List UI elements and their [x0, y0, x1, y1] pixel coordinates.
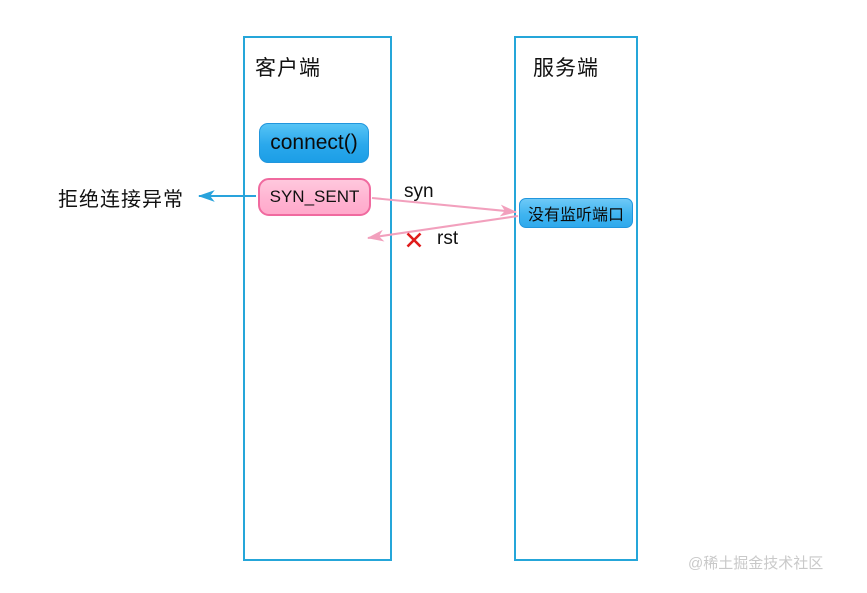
arrow-syn	[371, 196, 518, 217]
lifeline-client	[243, 36, 392, 561]
cross-icon	[406, 232, 422, 248]
watermark: @稀土掘金技术社区	[688, 555, 824, 572]
lifeline-server	[514, 36, 638, 561]
lifeline-title-server: 服务端	[533, 57, 599, 80]
annotation-connection-refused: 拒绝连接异常	[58, 189, 184, 211]
node-syn-sent[interactable]: SYN_SENT	[258, 178, 371, 216]
message-label-syn: syn	[404, 181, 434, 202]
lifeline-title-client: 客户端	[255, 57, 321, 80]
message-label-rst: rst	[437, 228, 459, 249]
node-connect[interactable]: connect()	[259, 123, 369, 163]
node-no-listening-port[interactable]: 没有监听端口	[519, 198, 633, 228]
